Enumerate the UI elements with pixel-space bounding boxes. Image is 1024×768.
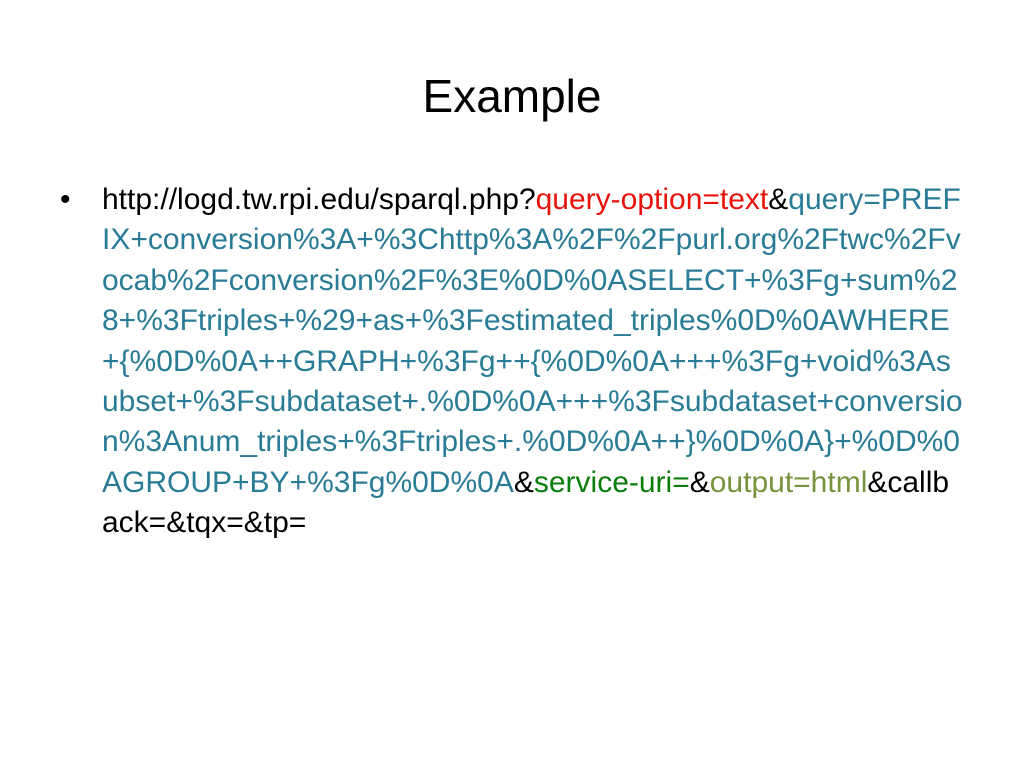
slide-title: Example	[422, 70, 602, 122]
sparql-url-text: http://logd.tw.rpi.edu/sparql.php?query-…	[102, 180, 964, 544]
url-separator: &	[689, 465, 710, 499]
url-separator: &	[513, 465, 534, 499]
url-param-query: query=PREFIX+conversion%3A+%3Chttp%3A%2F…	[102, 183, 963, 499]
url-param-output: output=html	[709, 465, 868, 499]
url-param-tail: &callback=&tqx=&tp=	[102, 465, 950, 540]
url-base: http://logd.tw.rpi.edu/sparql.php?	[102, 183, 536, 216]
bullet-dot-icon: •	[60, 183, 71, 216]
url-param-query-option: query-option=text	[535, 183, 769, 216]
url-param-service-uri: service-uri=	[533, 465, 690, 499]
url-separator: &	[768, 183, 789, 216]
